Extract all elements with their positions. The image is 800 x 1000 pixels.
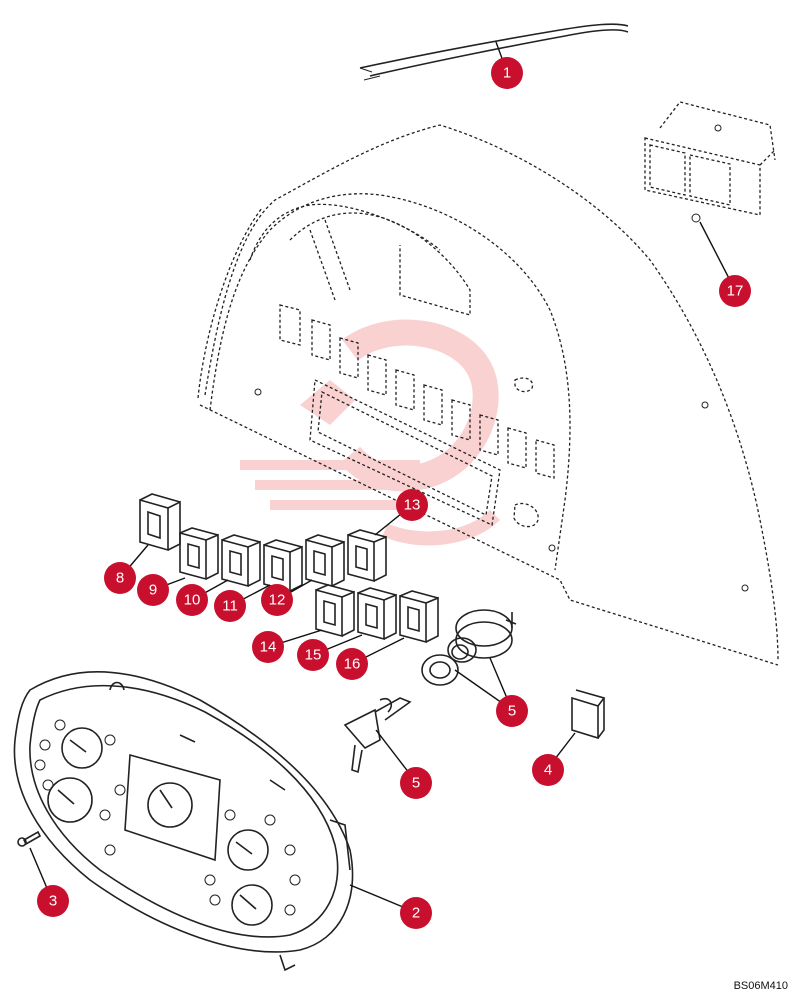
rocker-switch xyxy=(179,527,219,581)
callout-badge: 10 xyxy=(176,584,208,616)
callout-badge: 8 xyxy=(104,562,136,594)
callout-badge: 2 xyxy=(400,897,432,929)
wiring-harness xyxy=(359,23,629,81)
callout-badge: 17 xyxy=(719,275,751,307)
drawing-code: BS06M410 xyxy=(733,980,788,992)
callout-badge: 13 xyxy=(396,489,428,521)
screw xyxy=(17,830,42,847)
callout-badge: 14 xyxy=(252,631,284,663)
rocker-switch xyxy=(305,534,345,588)
callout-badge: 5 xyxy=(400,767,432,799)
watermark-logo xyxy=(240,319,500,546)
callout-badge: 16 xyxy=(336,648,368,680)
rocker-switch xyxy=(315,584,355,638)
svg-text:5: 5 xyxy=(412,775,420,792)
callout-badge: 11 xyxy=(214,590,246,622)
svg-text:13: 13 xyxy=(404,497,421,514)
connector-box xyxy=(644,101,776,223)
svg-text:2: 2 xyxy=(412,905,420,922)
svg-text:16: 16 xyxy=(344,656,361,673)
svg-text:10: 10 xyxy=(184,592,201,609)
callout-badge: 4 xyxy=(532,754,564,786)
callout-badge: 1 xyxy=(491,57,523,89)
callout-badge: 9 xyxy=(137,574,169,606)
svg-text:14: 14 xyxy=(260,639,277,656)
svg-text:11: 11 xyxy=(222,598,238,615)
callout-badge: 5 xyxy=(496,695,528,727)
rocker-switch xyxy=(347,529,387,583)
svg-text:5: 5 xyxy=(508,703,516,720)
svg-text:4: 4 xyxy=(544,762,552,779)
rocker-switch xyxy=(357,587,397,641)
svg-text:3: 3 xyxy=(49,893,57,910)
rocker-switch xyxy=(221,534,261,588)
svg-text:1: 1 xyxy=(503,65,511,82)
svg-text:15: 15 xyxy=(305,647,322,664)
svg-text:9: 9 xyxy=(149,582,157,599)
svg-text:17: 17 xyxy=(727,283,744,300)
instrument-cluster xyxy=(13,671,354,972)
svg-text:12: 12 xyxy=(269,592,286,609)
rocker-switches xyxy=(139,493,439,644)
rocker-switch xyxy=(263,539,303,593)
rocker-switch xyxy=(139,493,181,552)
rocker-switch xyxy=(399,590,439,644)
dashboard-hood xyxy=(197,124,779,666)
svg-text:8: 8 xyxy=(116,570,124,587)
callout-badge: 3 xyxy=(37,885,69,917)
ignition-switch xyxy=(421,609,517,686)
callout-badge: 12 xyxy=(261,584,293,616)
ignition-key xyxy=(343,697,412,774)
blanking-plug xyxy=(571,689,606,740)
callout-badge: 15 xyxy=(297,639,329,671)
